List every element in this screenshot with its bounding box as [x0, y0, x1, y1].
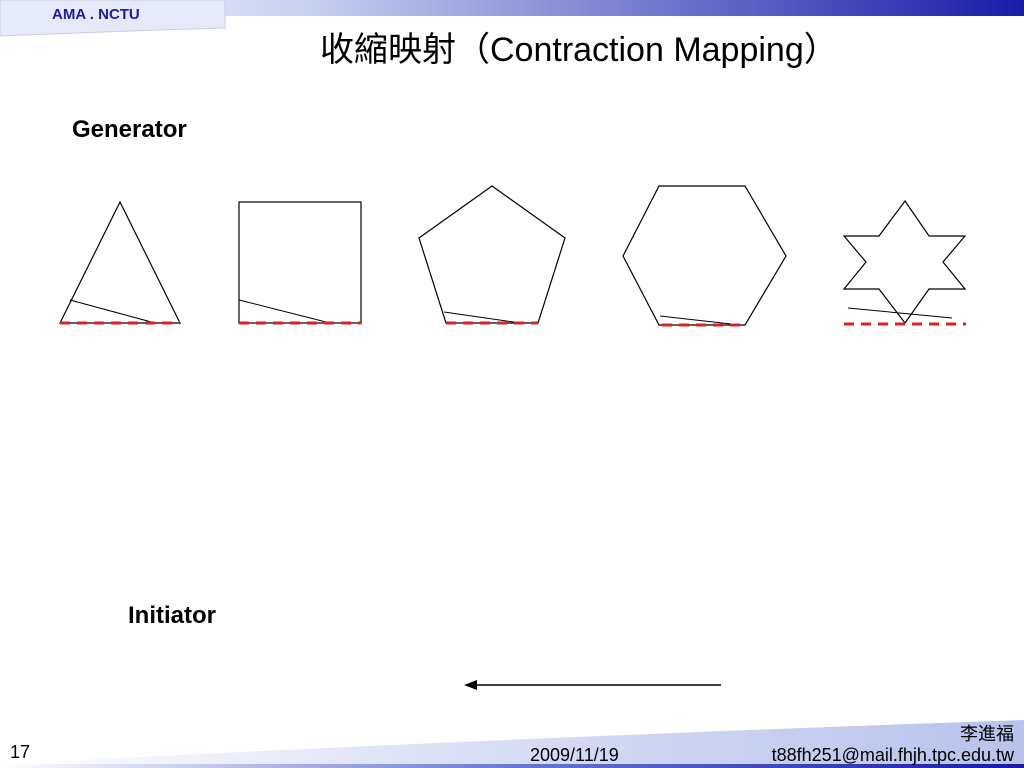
logo-text: AMA . NCTU — [52, 6, 140, 23]
pentagon-shape — [418, 185, 566, 324]
slide-title: 收縮映射（Contraction Mapping） — [320, 31, 838, 69]
star-generator — [842, 199, 967, 326]
page-number: 17 — [10, 742, 31, 762]
footer-author: 李進福 — [960, 724, 1014, 745]
header-band — [0, 0, 1024, 37]
square-inner-line — [238, 299, 331, 324]
square-generator — [238, 201, 362, 325]
footer-band — [0, 720, 1024, 768]
triangle-inner-line — [69, 299, 156, 324]
initiator-arrow — [464, 680, 721, 690]
generator-label: Generator — [72, 116, 187, 143]
hexagon-generator — [622, 185, 787, 327]
star-inner-line — [847, 307, 953, 319]
triangle-shape — [59, 200, 181, 324]
footer-email: t88fh251@mail.fhjh.tpc.edu.tw — [771, 745, 1014, 765]
star-shape — [842, 199, 967, 325]
initiator-label: Initiator — [128, 602, 216, 629]
footer-date: 2009/11/19 — [530, 745, 619, 765]
pentagon-inner-line — [443, 311, 521, 324]
pentagon-generator — [418, 185, 566, 325]
arrowhead-left-icon — [464, 680, 477, 690]
hexagon-shape — [622, 185, 787, 326]
hexagon-inner-line — [659, 315, 741, 326]
triangle-generator — [59, 200, 181, 325]
